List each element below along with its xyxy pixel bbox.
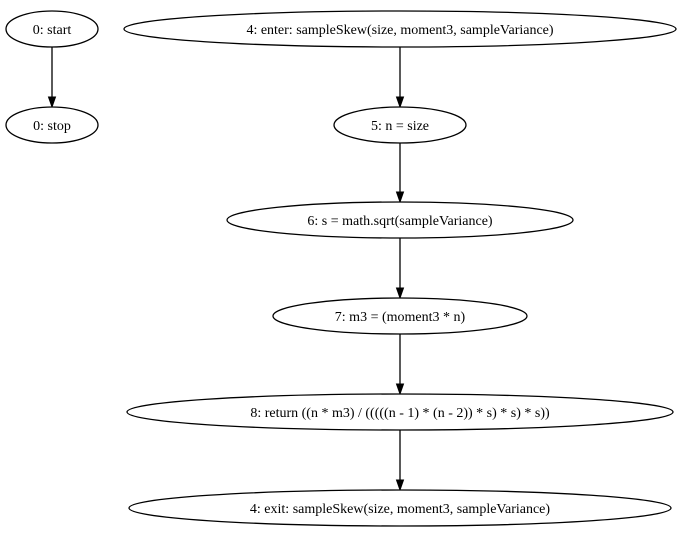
node-n5-shape [333,106,467,144]
arrowhead-icon [395,479,405,492]
node-enter-shape [123,10,677,48]
node-n5: 5: n = size [333,106,467,144]
node-n8-label: 8: return ((n * m3) / (((((n - 1) * (n -… [250,406,550,421]
arrowhead-icon [395,96,405,109]
node-n8: 8: return ((n * m3) / (((((n - 1) * (n -… [126,393,674,431]
arrowhead-icon [395,383,405,396]
node-n5-label: 5: n = size [371,119,429,134]
node-n7-shape [272,297,528,335]
node-start-label: 0: start [33,23,72,38]
node-n7: 7: m3 = (moment3 * n) [272,297,528,335]
edge-n5-to-n6 [395,143,405,204]
node-exit: 4: exit: sampleSkew(size, moment3, sampl… [128,489,672,527]
node-n6-label: 6: s = math.sqrt(sampleVariance) [307,214,493,229]
arrowhead-icon [395,287,405,300]
node-stop: 0: stop [5,106,99,144]
node-start: 0: start [5,10,99,48]
node-n7-label: 7: m3 = (moment3 * n) [335,310,466,325]
node-enter: 4: enter: sampleSkew(size, moment3, samp… [123,10,677,48]
node-n6: 6: s = math.sqrt(sampleVariance) [226,201,574,239]
node-n8-shape [126,393,674,431]
node-enter-label: 4: enter: sampleSkew(size, moment3, samp… [246,23,553,38]
arrowhead-icon [47,96,57,109]
node-start-shape [5,10,99,48]
node-exit-shape [128,489,672,527]
node-stop-label: 0: stop [33,119,71,134]
arrowhead-icon [395,191,405,204]
node-stop-shape [5,106,99,144]
edge-n8-to-exit [395,430,405,492]
edge-n6-to-n7 [395,238,405,300]
edge-enter-to-n5 [395,47,405,109]
node-exit-label: 4: exit: sampleSkew(size, moment3, sampl… [250,502,550,517]
node-n6-shape [226,201,574,239]
edge-n7-to-n8 [395,334,405,396]
edge-start-to-stop [47,47,57,109]
